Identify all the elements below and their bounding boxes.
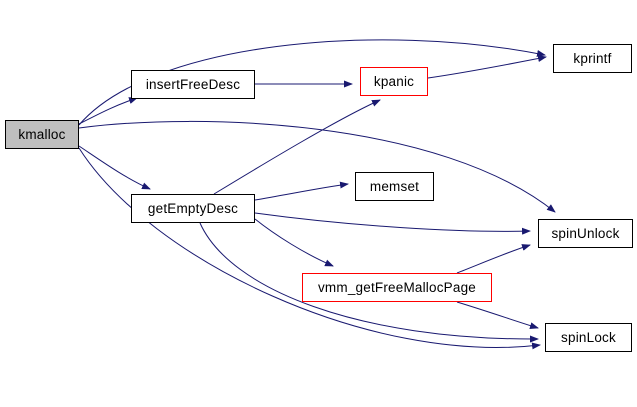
graph-edge-getEmptyDesc-to-spinLock xyxy=(199,222,539,343)
graph-node-spinLock[interactable]: spinLock xyxy=(545,323,632,352)
graph-edge-getEmptyDesc-to-spinUnlock xyxy=(254,212,531,235)
graph-node-label: insertFreeDesc xyxy=(145,76,241,92)
graph-edge-vmm_getFreeMallocPage-to-spinUnlock xyxy=(456,244,531,274)
graph-node-kpanic[interactable]: kpanic xyxy=(360,67,428,96)
graph-node-label: vmm_getFreeMallocPage xyxy=(317,279,476,295)
graph-edge-getEmptyDesc-to-vmm_getFreeMallocPage xyxy=(254,218,334,267)
graph-node-kmalloc[interactable]: kmalloc xyxy=(5,120,79,149)
graph-node-label: kmalloc xyxy=(18,126,66,142)
graph-node-label: memset xyxy=(369,178,420,194)
graph-node-insertFreeDesc[interactable]: insertFreeDesc xyxy=(131,70,255,99)
graph-edge-kmalloc-to-getEmptyDesc xyxy=(78,145,151,190)
graph-edge-getEmptyDesc-to-kpanic xyxy=(213,99,381,195)
graph-edge-kmalloc-to-spinUnlock xyxy=(78,120,556,213)
graph-node-label: spinLock xyxy=(561,329,616,345)
graph-node-vmm_getFreeMallocPage[interactable]: vmm_getFreeMallocPage xyxy=(302,273,492,302)
graph-node-label: kprintf xyxy=(573,50,612,66)
graph-edge-kmalloc-to-spinLock xyxy=(78,147,541,350)
graph-node-kprintf[interactable]: kprintf xyxy=(553,44,632,73)
graph-node-getEmptyDesc[interactable]: getEmptyDesc xyxy=(131,194,255,223)
graph-edge-kmalloc-to-kprintf xyxy=(78,39,546,126)
graph-node-label: kpanic xyxy=(373,73,415,89)
graph-edge-kmalloc-to-insertFreeDesc xyxy=(78,97,138,125)
graph-node-spinUnlock[interactable]: spinUnlock xyxy=(538,219,633,248)
graph-edge-kpanic-to-kprintf xyxy=(427,55,547,79)
graph-node-label: getEmptyDesc xyxy=(147,200,239,216)
graph-node-memset[interactable]: memset xyxy=(355,172,434,201)
graph-edge-getEmptyDesc-to-memset xyxy=(254,181,349,201)
graph-node-label: spinUnlock xyxy=(551,225,620,241)
graph-edge-vmm_getFreeMallocPage-to-spinLock xyxy=(456,301,539,330)
